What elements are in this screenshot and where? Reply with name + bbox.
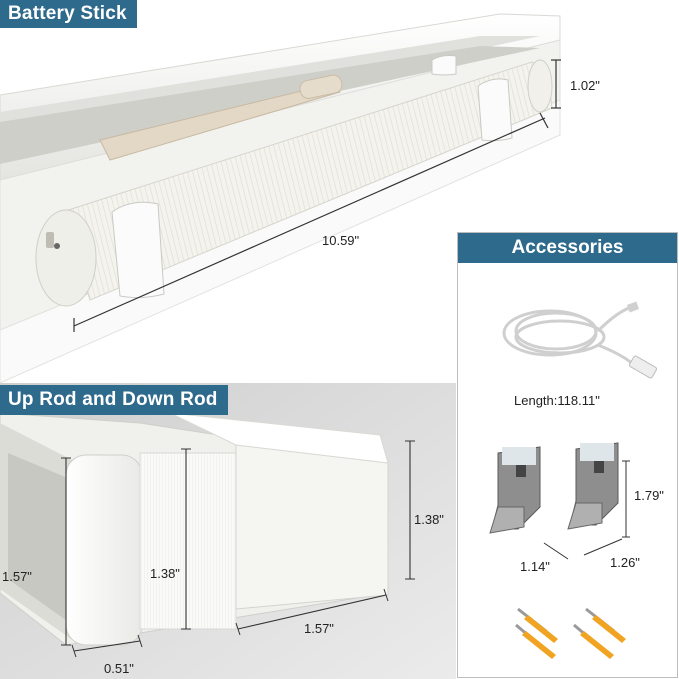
mounting-bracket-right-icon: [567, 442, 619, 530]
up-down-rod-illustration: [0, 383, 456, 679]
rod-height-right-dimension: 1.38": [414, 512, 444, 527]
battery-stick-title: Battery Stick: [0, 0, 137, 28]
usb-cable-icon: [502, 305, 640, 371]
bracket-width-b-dimension: 1.26": [610, 555, 640, 570]
accessories-panel: Accessories: [457, 232, 678, 678]
up-down-rod-title: Up Rod and Down Rod: [0, 385, 228, 415]
mounting-bracket-left-icon: [489, 446, 541, 534]
bracket-width-a-dimension: 1.14": [520, 559, 550, 574]
cable-length-dimension: Length:118.11": [514, 393, 600, 408]
rod-depth-dimension: 1.57": [304, 621, 334, 636]
accessories-title: Accessories: [458, 233, 677, 263]
rod-height-inner-dimension: 1.38": [150, 566, 180, 581]
accessories-illustration: [489, 301, 658, 659]
battery-stick-illustration: [0, 13, 561, 383]
battery-length-dimension: 10.59": [322, 233, 360, 248]
battery-height-dimension: 1.02": [570, 78, 600, 93]
bracket-height-dimension: 1.79": [634, 488, 664, 503]
rod-height-left-dimension: 1.57": [2, 569, 32, 584]
rod-lip-dimension: 0.51": [104, 661, 134, 676]
screws-and-anchors-icon: [515, 607, 626, 659]
